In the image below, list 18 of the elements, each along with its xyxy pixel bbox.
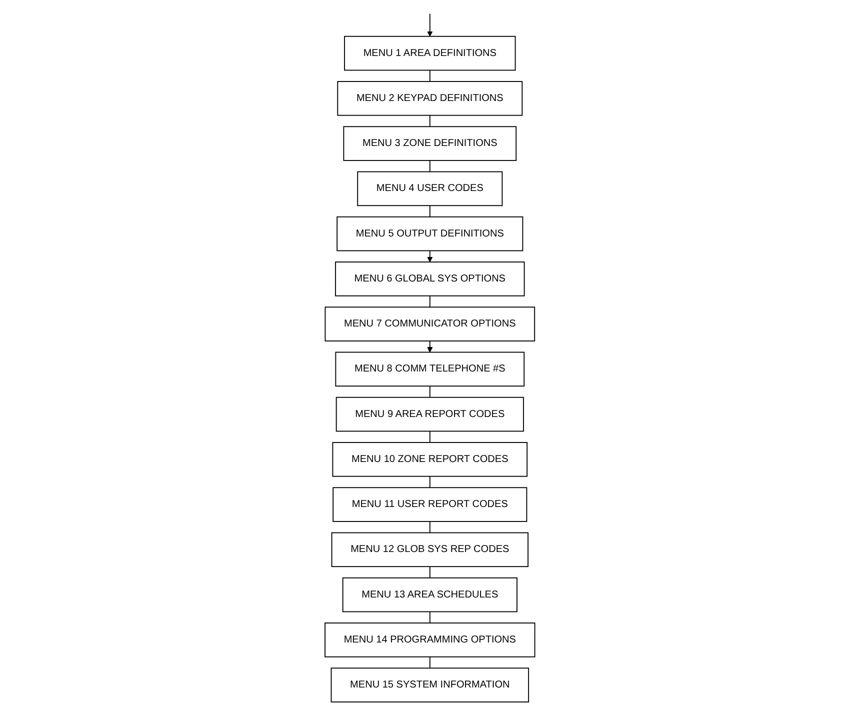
menu-box: MENU 6 GLOBAL SYS OPTIONS: [335, 262, 525, 296]
menu-box: MENU 12 GLOB SYS REP CODES: [331, 532, 529, 568]
menu-box: MENU 4 USER CODES: [357, 171, 503, 206]
menu-box: MENU 7 COMMUNICATOR OPTIONS: [324, 306, 536, 342]
arrow: [427, 250, 433, 262]
menu-box: MENU 15 SYSTEM INFORMATION: [330, 668, 530, 702]
menu-box: MENU 1 AREA DEFINITIONS: [344, 36, 516, 71]
menu-box: MENU 11 USER REPORT CODES: [332, 487, 528, 522]
menu-box: MENU 9 AREA REPORT CODES: [336, 396, 524, 432]
arrow: [427, 13, 433, 37]
menu-box: MENU 10 ZONE REPORT CODES: [332, 442, 528, 477]
menu-box: MENU 3 ZONE DEFINITIONS: [343, 126, 517, 161]
arrow: [427, 340, 433, 352]
menu-box: MENU 13 AREA SCHEDULES: [342, 577, 518, 612]
menu-box: MENU 8 COMM TELEPHONE #S: [335, 352, 525, 387]
menu-box: MENU 2 KEYPAD DEFINITIONS: [337, 81, 523, 116]
menu-box: MENU 5 OUTPUT DEFINITIONS: [336, 216, 524, 252]
menu-box: MENU 14 PROGRAMMING OPTIONS: [324, 622, 536, 658]
